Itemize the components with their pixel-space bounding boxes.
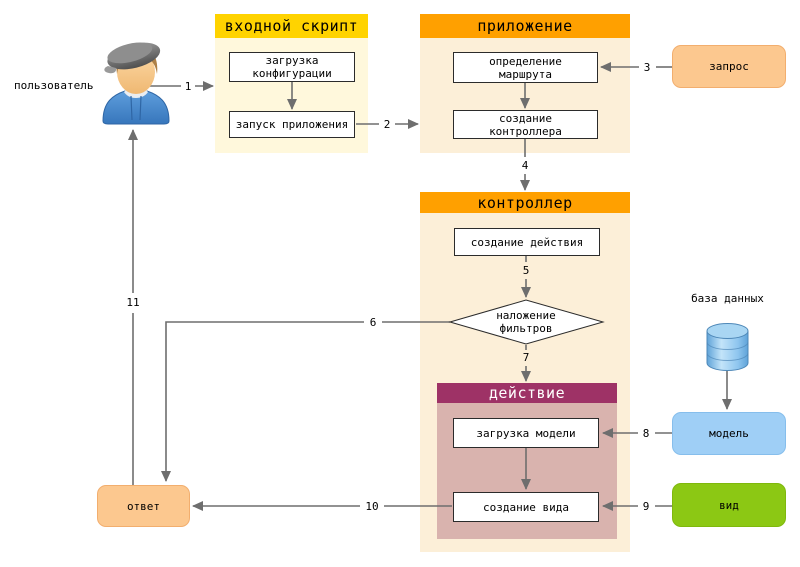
step-load-model: загрузка модели <box>453 418 599 448</box>
step-load-configuration: загрузка конфигурации <box>229 52 355 82</box>
arrow-8: 8 <box>602 427 672 440</box>
request-node: запрос <box>672 45 786 88</box>
response-node: ответ <box>97 485 190 527</box>
model-node-label: модель <box>709 427 749 440</box>
request-node-label: запрос <box>709 60 749 73</box>
arrow-2: 2 <box>356 118 419 131</box>
arrow-9: 9 <box>602 500 672 513</box>
step-route-resolution-line1: определение <box>489 54 562 68</box>
filters-decision-line2: фильтров <box>499 322 553 335</box>
step-create-view: создание вида <box>453 492 599 522</box>
step-launch-application-label: запуск приложения <box>235 118 349 131</box>
arrow-3: 3 <box>600 61 672 74</box>
arrow-11: 11 <box>126 129 140 485</box>
controller-section-header: контроллер <box>420 192 630 213</box>
arrow-5: 5 <box>521 256 531 298</box>
step-launch-application: запуск приложения <box>229 111 355 138</box>
response-node-label: ответ <box>126 499 161 513</box>
step-load-configuration-line2: конфигурации <box>252 67 332 80</box>
arrow-10: 10 <box>192 500 452 513</box>
view-node-label: вид <box>719 498 739 512</box>
database-icon <box>706 323 749 371</box>
arrow-7: 7 <box>521 345 531 382</box>
arrow-1: 1 <box>150 80 214 93</box>
step-create-action-label: создание действия <box>470 235 584 249</box>
model-node: модель <box>672 412 786 455</box>
step-route-resolution-line2: маршрута <box>499 67 552 81</box>
step-create-view-label: создание вида <box>482 500 570 514</box>
arrow-9-label: 9 <box>643 500 650 513</box>
step-load-model-label: загрузка модели <box>476 426 576 440</box>
arrow-1-label: 1 <box>185 80 192 93</box>
arrow-11-label: 11 <box>126 296 139 309</box>
arrow-8-label: 8 <box>643 427 650 440</box>
application-title: приложение <box>477 17 573 35</box>
arrow-10-label: 10 <box>365 500 378 513</box>
arrow-6-label: 6 <box>370 316 377 329</box>
arrow-7-label: 7 <box>523 351 530 364</box>
entry-script-section-header: входной скрипт <box>215 14 368 38</box>
filters-decision-diamond <box>448 299 605 345</box>
user-icon <box>102 42 170 125</box>
database-label: база данных <box>691 292 764 305</box>
step-create-action: создание действия <box>454 228 600 256</box>
step-load-configuration-line1: загрузка <box>265 54 319 67</box>
view-node: вид <box>672 483 786 527</box>
action-title: действие <box>488 384 566 402</box>
step-create-controller-line1: создание <box>499 111 552 125</box>
filters-decision-label: наложение фильтров <box>460 301 592 343</box>
arrow-6: 6 <box>161 316 450 482</box>
entry-script-title: входной скрипт <box>224 17 359 35</box>
arrow-5-label: 5 <box>523 264 530 277</box>
action-section-header: действие <box>437 383 617 403</box>
application-section-header: приложение <box>420 14 630 38</box>
user-label: пользователь <box>14 79 94 92</box>
arrow-4-label: 4 <box>522 159 529 172</box>
arrow-3-label: 3 <box>644 61 651 74</box>
step-create-controller: создание контроллера <box>453 110 598 139</box>
step-create-controller-line2: контроллера <box>489 124 562 138</box>
step-route-resolution: определение маршрута <box>453 52 598 83</box>
controller-title: контроллер <box>477 193 573 212</box>
filters-decision-line1: наложение <box>496 309 556 322</box>
arrow-4: 4 <box>520 139 530 191</box>
arrow-2-label: 2 <box>384 118 391 131</box>
